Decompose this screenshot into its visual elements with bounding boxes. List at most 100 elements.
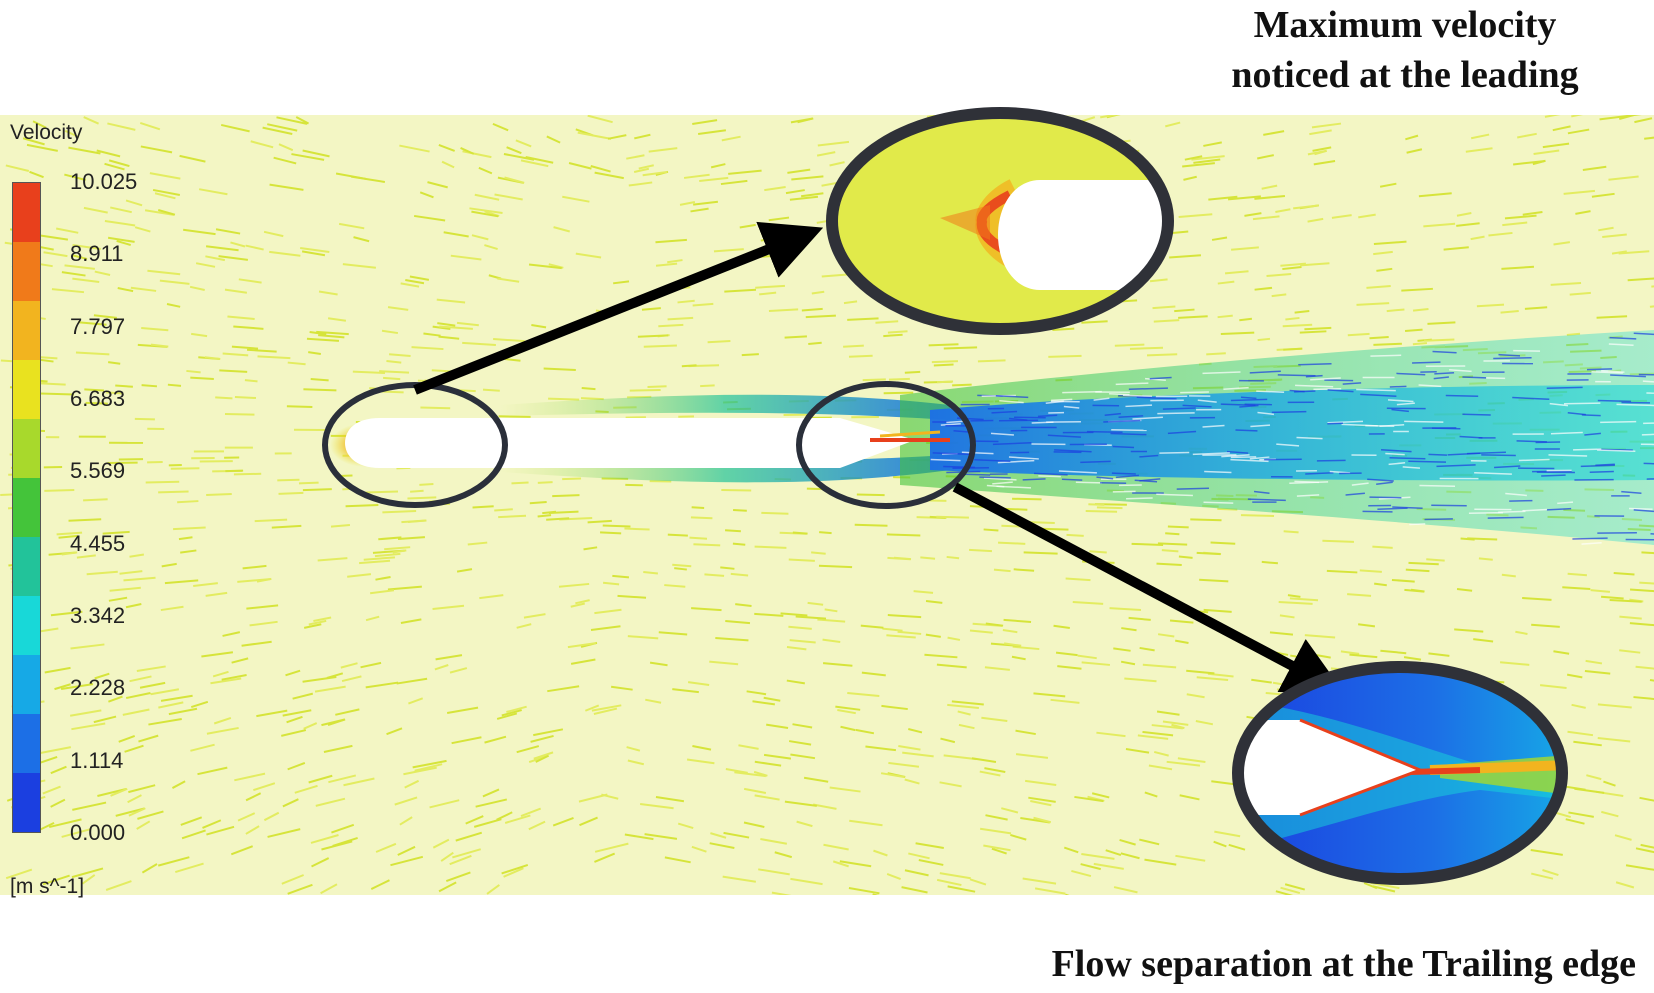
wake-vector (1468, 511, 1503, 515)
velocity-vector (1167, 525, 1189, 529)
wake-vector (1162, 407, 1196, 410)
velocity-vector (687, 681, 710, 687)
velocity-vector (1082, 116, 1096, 122)
colorbar-segment (13, 596, 40, 655)
velocity-vector (785, 189, 805, 195)
velocity-vector (81, 874, 96, 885)
velocity-vector (860, 624, 884, 629)
velocity-vector (1179, 794, 1200, 801)
velocity-vector (754, 760, 782, 767)
wake-vector (1047, 434, 1081, 438)
velocity-vector (1500, 309, 1519, 314)
velocity-vector (1418, 192, 1452, 198)
velocity-vector (787, 168, 811, 174)
velocity-vector (139, 681, 166, 689)
velocity-vector (1125, 748, 1150, 754)
wake-vector (1253, 490, 1270, 495)
wake-vector (1093, 397, 1110, 401)
velocity-vector (72, 277, 100, 283)
velocity-vector (1128, 616, 1151, 621)
velocity-vector (734, 771, 766, 778)
velocity-vector (160, 694, 193, 702)
velocity-vector (365, 615, 380, 622)
velocity-vector (516, 623, 532, 629)
velocity-vector (1263, 130, 1285, 136)
velocity-vector (309, 330, 327, 336)
colorbar-tick-label: 7.797 (70, 313, 126, 339)
velocity-vector (735, 603, 752, 607)
velocity-vector (1289, 597, 1319, 602)
velocity-vector (1404, 328, 1423, 332)
velocity-vector (1217, 314, 1233, 319)
velocity-vector (1183, 175, 1197, 181)
velocity-vector (60, 683, 94, 690)
velocity-vector (234, 396, 257, 400)
velocity-vector (497, 277, 520, 283)
wake-vector (1111, 428, 1147, 432)
velocity-vector (1644, 136, 1654, 140)
wake-vector (1045, 400, 1064, 404)
velocity-vector (795, 615, 827, 620)
velocity-vector (904, 778, 920, 785)
velocity-vector (843, 344, 864, 348)
velocity-vector (301, 250, 326, 257)
wake-vector (1239, 404, 1259, 408)
velocity-vector (1012, 497, 1042, 501)
velocity-vector (282, 798, 299, 808)
velocity-vector (882, 627, 903, 632)
velocity-vector (766, 723, 789, 729)
velocity-vector (1024, 779, 1057, 786)
velocity-vector (655, 262, 678, 267)
velocity-vector (189, 285, 205, 291)
velocity-vector (1220, 331, 1255, 335)
velocity-vector (533, 751, 554, 760)
velocity-vector (720, 179, 748, 186)
wake-vector (1597, 449, 1636, 452)
wake-vector (1296, 436, 1323, 440)
velocity-vector (1499, 661, 1530, 666)
wake-vector (974, 458, 1011, 463)
velocity-vector (1601, 810, 1619, 818)
velocity-vector (269, 183, 304, 191)
velocity-vector (1165, 532, 1180, 536)
velocity-vector (951, 700, 984, 706)
velocity-vector (1203, 141, 1222, 147)
wake-vector (1118, 415, 1144, 419)
velocity-vector (292, 692, 314, 700)
velocity-vector (128, 784, 156, 794)
velocity-vector (77, 321, 107, 326)
velocity-vector (308, 351, 321, 355)
velocity-vector (386, 727, 403, 736)
velocity-vector (1100, 115, 1120, 119)
velocity-vector (575, 599, 590, 605)
velocity-vector (1426, 558, 1445, 562)
velocity-vector (246, 604, 279, 610)
velocity-vector (308, 774, 333, 784)
velocity-vector (693, 543, 721, 547)
velocity-vector (1314, 149, 1328, 156)
velocity-vector (580, 397, 604, 401)
wake-vector (1128, 387, 1168, 390)
velocity-vector (141, 863, 158, 874)
velocity-vector (649, 661, 668, 667)
velocity-vector (295, 116, 310, 125)
velocity-vector (186, 369, 201, 374)
velocity-vector (1261, 560, 1279, 565)
wake-vector (991, 410, 1018, 414)
velocity-vector (382, 376, 401, 381)
wake-vector (1486, 377, 1506, 380)
velocity-vector (843, 300, 858, 305)
wake-vector (1449, 368, 1472, 373)
velocity-vector (42, 874, 70, 886)
wake-vector (1356, 388, 1396, 392)
velocity-vector (242, 564, 267, 570)
velocity-vector (733, 508, 747, 512)
velocity-vector (796, 820, 813, 828)
velocity-vector (568, 162, 592, 170)
wake-vector (1294, 390, 1316, 393)
wake-vector (1327, 389, 1354, 393)
velocity-vector (1080, 863, 1101, 871)
velocity-vector (1178, 315, 1208, 319)
wake-vector (1389, 385, 1407, 388)
velocity-vector (817, 140, 850, 147)
